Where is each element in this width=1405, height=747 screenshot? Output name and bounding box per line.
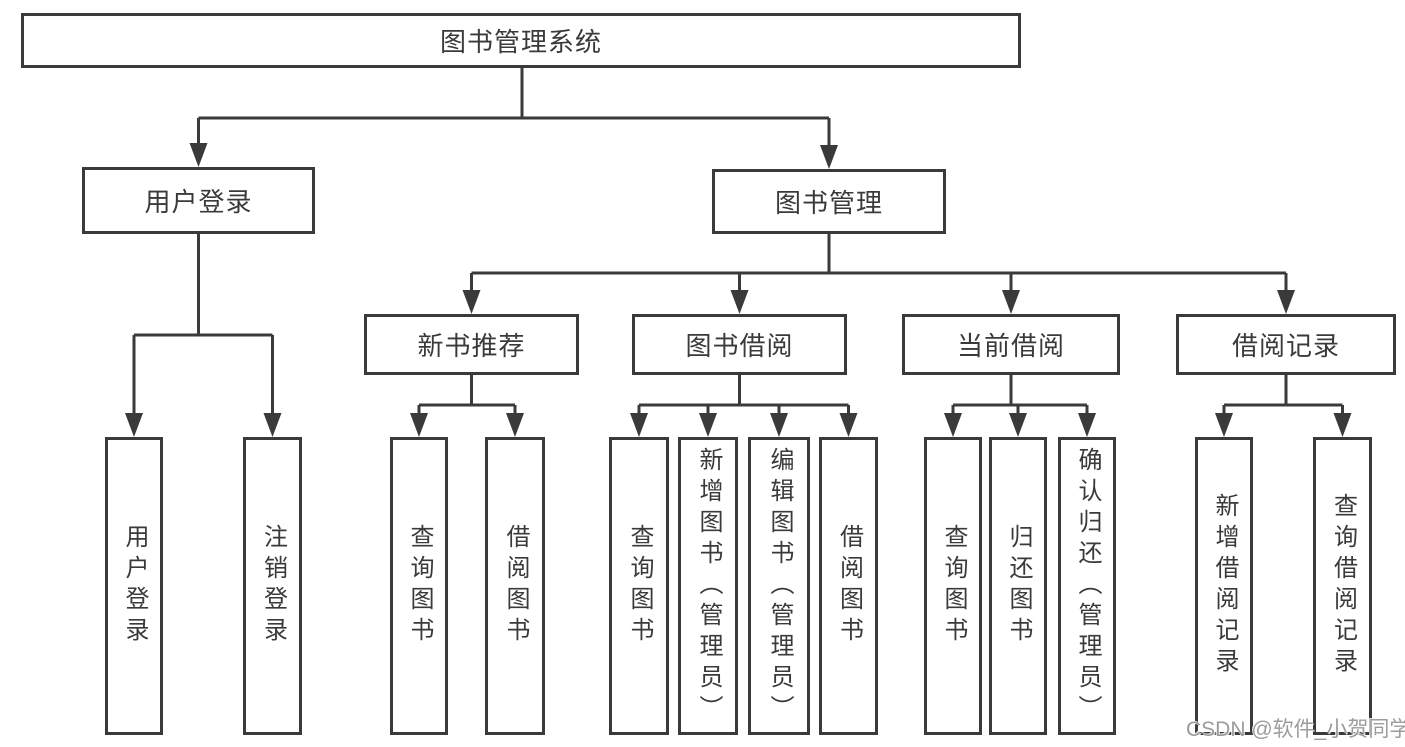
node-borrow-books-leaf: 借阅图书 bbox=[819, 437, 878, 735]
node-library-system: 图书管理系统 bbox=[21, 13, 1021, 68]
node-return-book: 归还图书 bbox=[989, 437, 1047, 735]
node-label: 借阅记录 bbox=[1231, 331, 1340, 361]
node-user-login-leaf: 用户登录 bbox=[105, 437, 163, 735]
node-label: 确认归还（管理员） bbox=[1074, 446, 1101, 726]
node-query-books-borrow: 查询图书 bbox=[609, 437, 669, 735]
node-add-book-admin: 新增图书（管理员） bbox=[678, 437, 738, 735]
node-query-books-recommend: 查询图书 bbox=[390, 437, 448, 735]
node-new-book-recommend: 新书推荐 bbox=[364, 314, 579, 375]
node-label: 编辑图书（管理员） bbox=[766, 446, 793, 726]
node-label: 注销登录 bbox=[259, 524, 287, 648]
node-label: 新增图书（管理员） bbox=[695, 446, 722, 726]
node-label: 新书推荐 bbox=[417, 331, 526, 361]
node-query-books-current: 查询图书 bbox=[924, 437, 982, 735]
node-edit-book-admin: 编辑图书（管理员） bbox=[748, 437, 810, 735]
node-label: 归还图书 bbox=[1005, 524, 1032, 648]
node-label: 当前借阅 bbox=[956, 331, 1065, 361]
node-label: 借阅图书 bbox=[502, 524, 529, 648]
node-label: 查询借阅记录 bbox=[1329, 493, 1357, 679]
node-confirm-return-admin: 确认归还（管理员） bbox=[1058, 437, 1116, 735]
node-logout: 注销登录 bbox=[243, 437, 302, 735]
node-user-login: 用户登录 bbox=[82, 167, 315, 234]
node-add-borrow-record: 新增借阅记录 bbox=[1195, 437, 1253, 735]
node-label: 图书管理系统 bbox=[439, 27, 602, 57]
node-label: 图书借阅 bbox=[685, 331, 794, 361]
node-label: 图书管理 bbox=[774, 188, 883, 218]
node-label: 新增借阅记录 bbox=[1211, 493, 1238, 679]
node-book-borrow: 图书借阅 bbox=[632, 314, 847, 375]
node-current-borrow: 当前借阅 bbox=[902, 314, 1120, 375]
node-query-borrow-record: 查询借阅记录 bbox=[1313, 437, 1372, 735]
node-label: 查询图书 bbox=[940, 524, 967, 648]
node-borrow-books-recommend: 借阅图书 bbox=[485, 437, 545, 735]
node-label: 借阅图书 bbox=[835, 524, 863, 648]
node-borrow-records: 借阅记录 bbox=[1176, 314, 1396, 375]
node-label: 用户登录 bbox=[144, 187, 253, 217]
node-book-management: 图书管理 bbox=[712, 169, 946, 234]
csdn-watermark: CSDN @软件_小贺同学 bbox=[1186, 718, 1405, 741]
node-label: 查询图书 bbox=[626, 524, 653, 648]
node-label: 查询图书 bbox=[406, 524, 433, 648]
node-label: 用户登录 bbox=[121, 524, 148, 648]
